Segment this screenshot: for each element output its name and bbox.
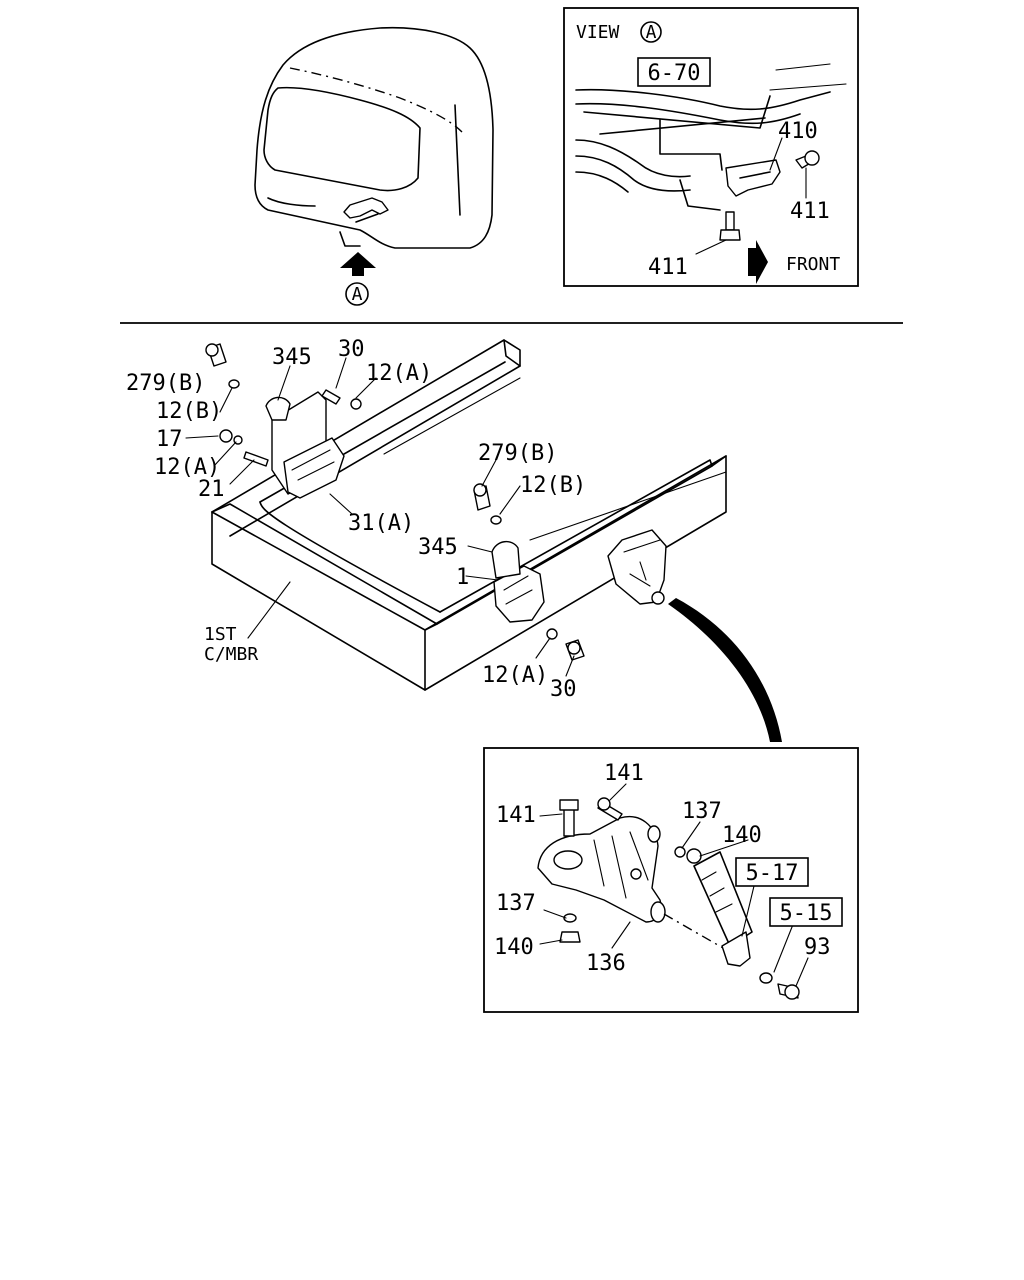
detail-label-137-top: 137 xyxy=(682,799,722,824)
label-21: 21 xyxy=(198,477,225,502)
label-345-left: 345 xyxy=(272,345,312,370)
view-a-title: VIEW xyxy=(576,22,620,43)
label-12b-left: 12(B) xyxy=(156,399,222,424)
label-12b-right: 12(B) xyxy=(520,473,586,498)
label-31a: 31(A) xyxy=(348,511,414,536)
label-17: 17 xyxy=(156,427,183,452)
ref-6-70: 6-70 xyxy=(648,61,701,86)
view-a-label-411-right: 411 xyxy=(790,199,830,224)
front-label: FRONT xyxy=(786,254,840,275)
detail-arrow xyxy=(668,598,782,742)
ref-5-15: 5-15 xyxy=(780,901,833,926)
view-a-label-410: 410 xyxy=(778,119,818,144)
label-30-left: 30 xyxy=(338,337,365,362)
ref-box-6-70 xyxy=(637,57,711,87)
frame-assembly: 279(B) 12(B) 17 12(A) 21 345 30 12(A) 31… xyxy=(126,337,782,742)
detail-label-93: 93 xyxy=(804,935,831,960)
label-279b-right: 279(B) xyxy=(478,441,557,466)
view-a-panel: VIEW A 6-70 410 411 411 FRONT xyxy=(563,7,859,287)
detail-label-140-top: 140 xyxy=(722,823,762,848)
detail-label-136: 136 xyxy=(586,951,626,976)
ref-box-5-17 xyxy=(735,857,809,887)
label-345-right: 345 xyxy=(418,535,458,560)
label-1: 1 xyxy=(456,565,469,590)
ref-5-17: 5-17 xyxy=(746,861,799,886)
detail-label-141-top: 141 xyxy=(604,761,644,786)
detail-label-137-bottom: 137 xyxy=(496,891,536,916)
detail-panel: 141 141 137 140 137 140 136 93 5-17 5-15 xyxy=(483,747,859,1013)
detail-label-140-bottom: 140 xyxy=(494,935,534,960)
detail-label-141-left: 141 xyxy=(496,803,536,828)
label-12a-left-lower: 12(A) xyxy=(154,455,220,480)
view-a-marker: A xyxy=(646,22,657,43)
front-arrow-icon xyxy=(748,240,768,284)
label-279b-left: 279(B) xyxy=(126,371,205,396)
label-30-right: 30 xyxy=(550,677,577,702)
cab-view-marker: A xyxy=(352,284,363,305)
cab-illustration: A xyxy=(254,26,494,306)
crossmember-label-line2: C/MBR xyxy=(204,644,258,665)
crossmember-label-line1: 1ST xyxy=(204,624,237,645)
view-a-frame xyxy=(563,7,859,287)
label-12a-right: 12(A) xyxy=(482,663,548,688)
detail-frame xyxy=(483,747,859,1013)
view-a-label-411-bottom: 411 xyxy=(648,255,688,280)
label-12a-left-upper: 12(A) xyxy=(366,361,432,386)
ref-box-5-15 xyxy=(769,897,843,927)
